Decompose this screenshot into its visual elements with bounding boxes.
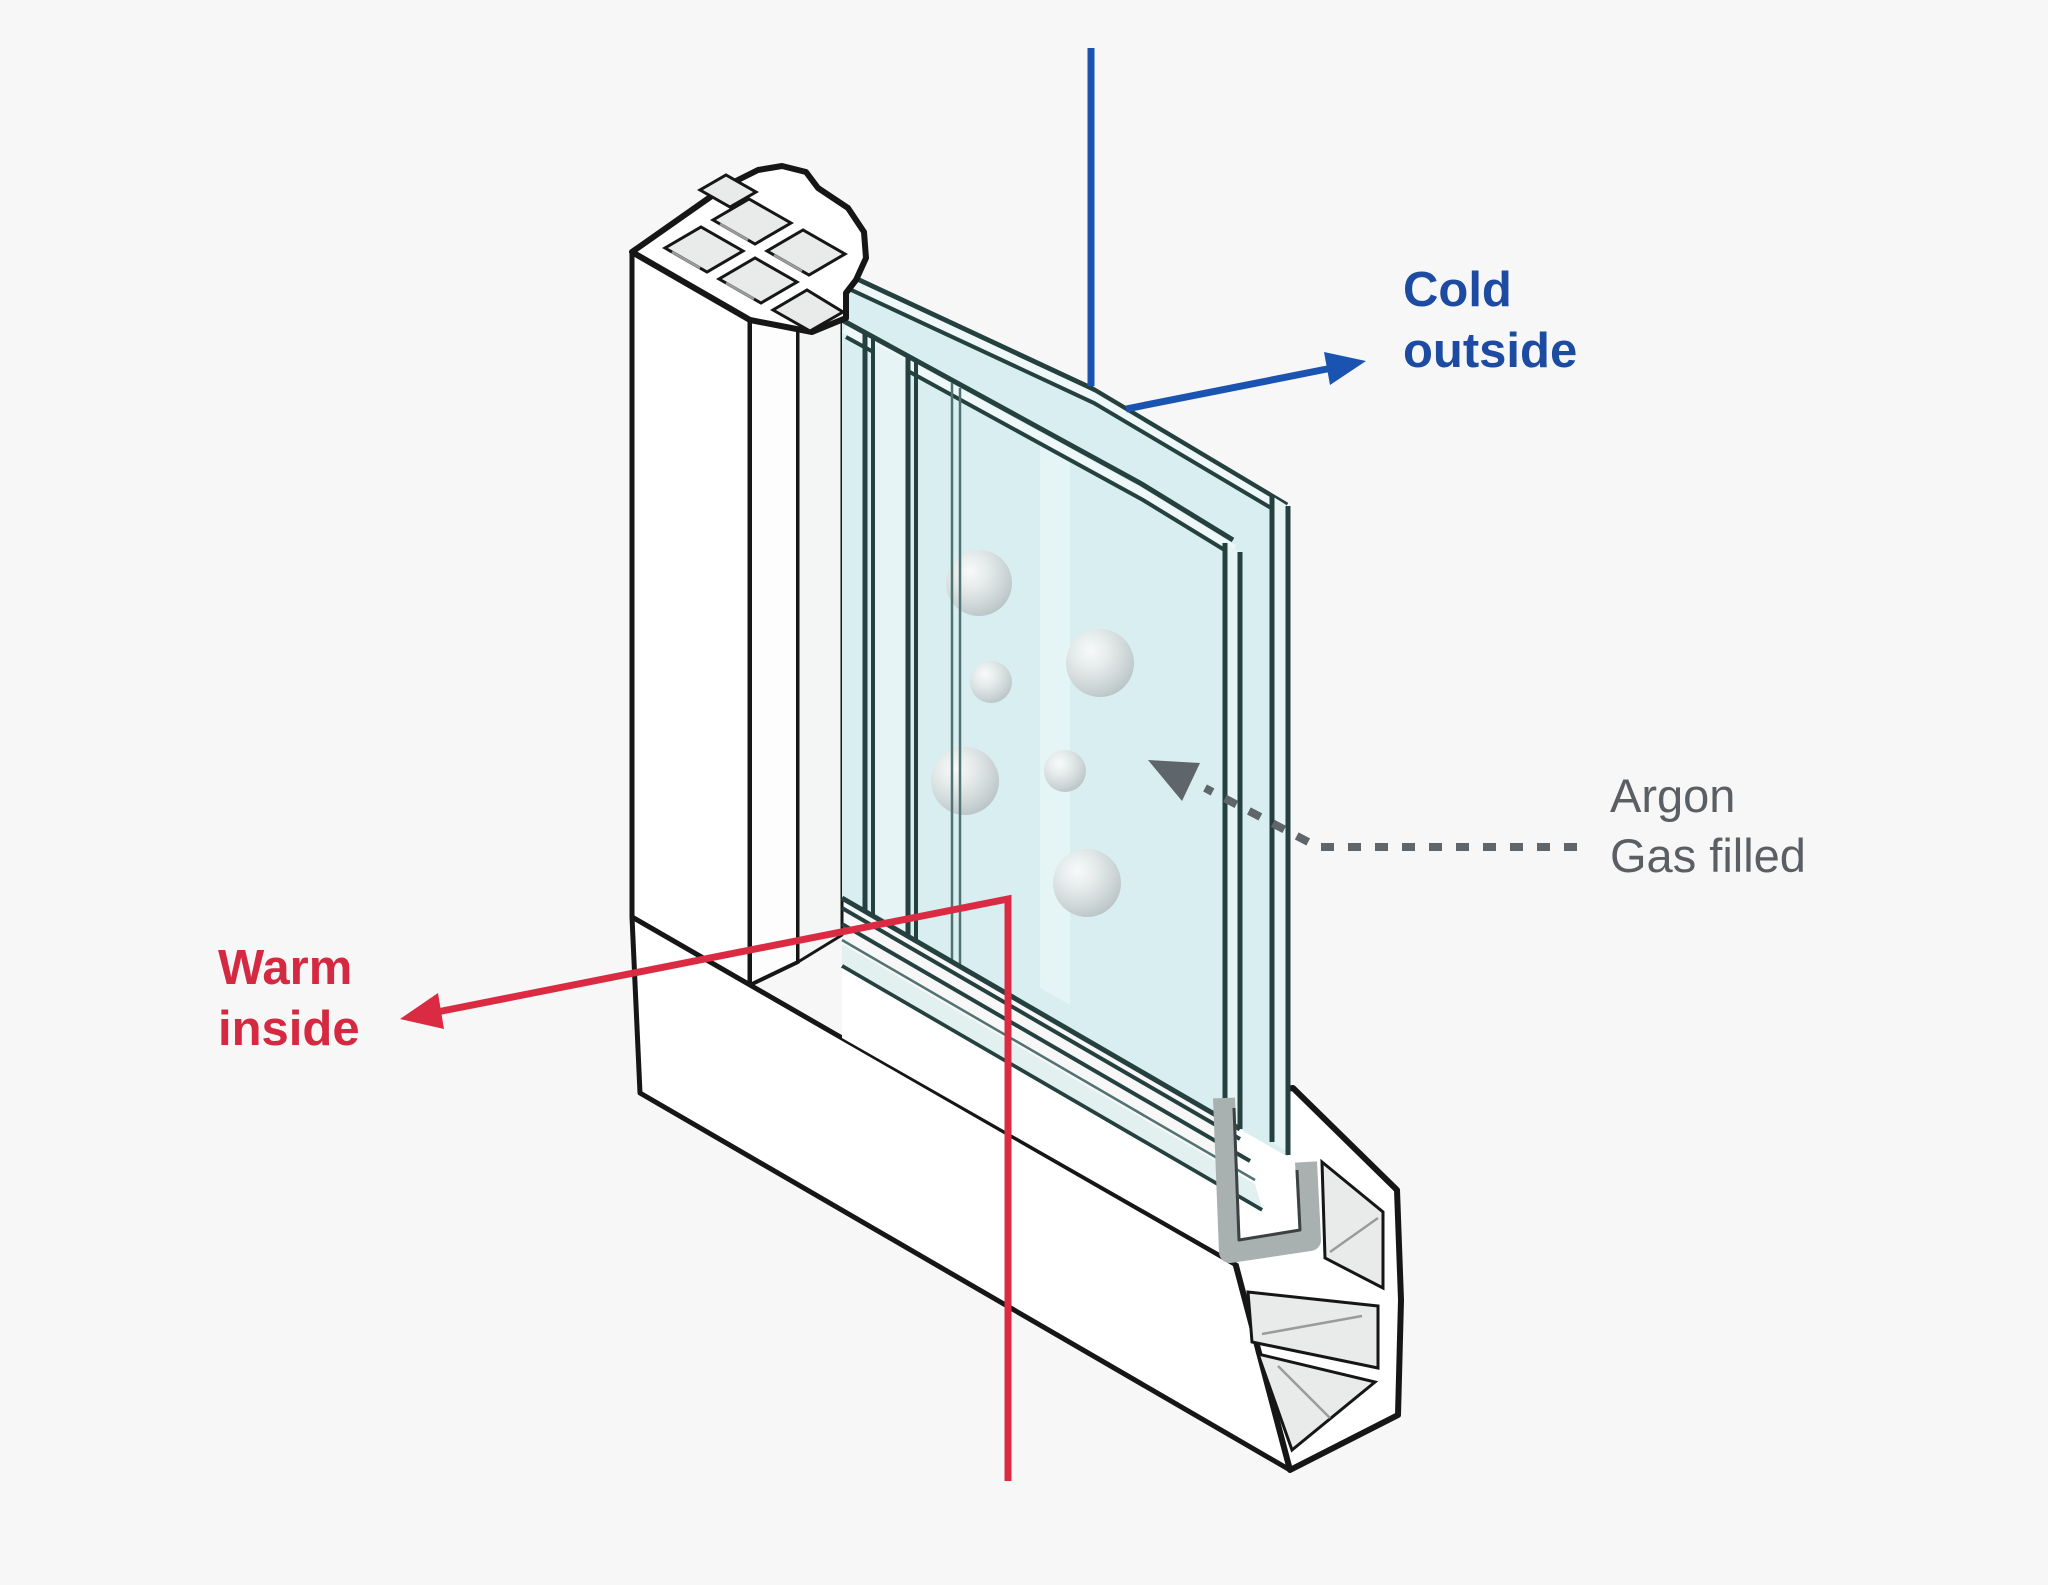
glass-bottom-edges [840,895,1264,1277]
glazing-gasket [1213,1097,1321,1263]
cold-arrow [1087,48,1366,413]
argon-bubble-1 [946,550,1012,616]
warm-inside-label: Warm inside [218,938,360,1060]
bottom-rail-cross-section [1214,1085,1404,1473]
argon-label: Argon Gas filled [1610,766,1806,886]
pane-left-edges [862,333,962,968]
argon-arrowhead-icon [1148,760,1200,801]
inner-pane-top-edge [840,317,1238,559]
warm-arrow [400,894,1012,1481]
glass-unit [840,269,1321,1277]
cold-outside-label: Cold outside [1403,260,1577,382]
head-cross-section [629,163,869,335]
outer-pane-top-edge [840,269,1292,520]
argon-bubbles [931,550,1134,917]
argon-bubble-3 [970,661,1012,703]
bottom-rail [629,914,1404,1473]
cold-outside-line2: outside [1403,324,1578,378]
argon-bubble-2 [1066,629,1134,697]
argon-bubble-5 [1044,750,1086,792]
argon-bubble-6 [1053,849,1121,917]
cold-outside-line1: Cold [1403,263,1512,317]
warm-arrowhead-icon [400,993,444,1029]
argon-line2: Gas filled [1610,829,1806,882]
cold-arrowhead-icon [1324,352,1366,385]
warm-inside-line2: inside [218,1002,360,1056]
left-jamb [629,249,844,988]
argon-line1: Argon [1610,769,1736,822]
argon-bubble-4 [931,747,999,815]
pane-right-edges [1222,496,1291,1155]
head-chambers [662,173,848,333]
argon-pointer [1148,760,1577,851]
warm-inside-line1: Warm [218,941,353,995]
